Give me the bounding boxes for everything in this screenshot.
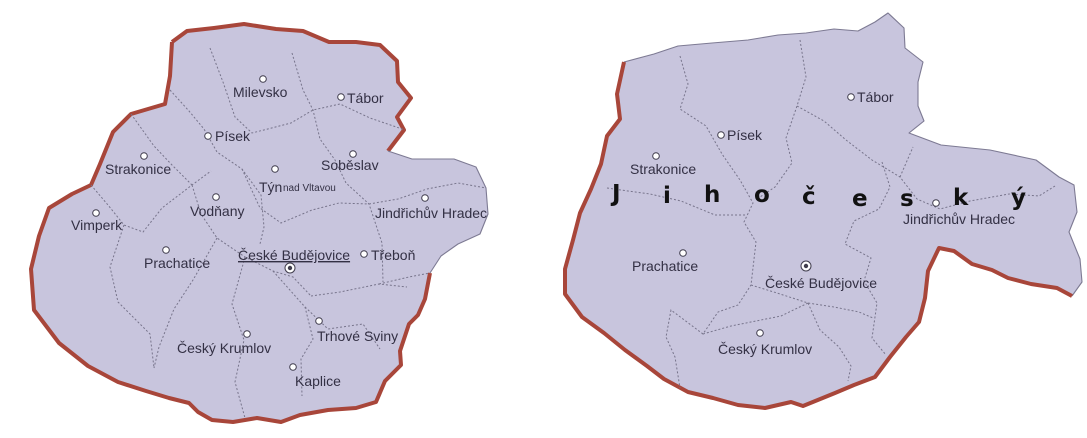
label-tyn-suffix: nad Vltavou [283,183,336,194]
label-tabor-right: Tábor [857,89,894,105]
label-tyn: Týn [259,179,282,195]
region-letter-j: J [610,181,621,207]
label-vimperk: Vimperk [71,217,123,233]
label-prachatice-left: Prachatice [144,255,210,271]
region-letter-y-acute: ý [1011,185,1026,211]
label-soveslav: Soběslav [321,157,379,173]
label-cesky-krumlov-right: Český Krumlov [718,341,812,357]
label-kaplice: Kaplice [295,373,341,389]
region-letter-c-caron: č [802,184,816,210]
region-letter-i: i [663,183,671,209]
label-cesky-krumlov-left: Český Krumlov [177,340,271,356]
right-region-map: Tábor Písek Strakonice Jindřichův Hradec… [563,12,1083,410]
right-town-labels: Tábor Písek Strakonice Jindřichův Hradec… [630,89,1015,357]
label-trhove-sviny: Trhové Sviny [317,328,398,344]
label-milevsko: Milevsko [233,84,288,100]
left-district-boundaries [90,47,487,419]
right-region-light-edge [623,12,1083,297]
left-town-markers [92,75,429,371]
left-region-light-edge [387,150,489,274]
label-ceske-budejovice-left: České Budějovice [238,247,350,263]
right-region-name: J i h o č e s k ý [610,181,1026,212]
left-region-southwestern-border [29,41,432,424]
label-strakonice-right: Strakonice [630,161,696,177]
label-trebon: Třeboň [371,247,415,263]
label-vodnany: Vodňany [190,203,245,219]
label-jindrichuv-hradec-left: Jindřichův Hradec [375,205,487,221]
left-town-labels: Milevsko Tábor Písek Strakonice Soběslav… [71,84,487,389]
right-district-boundaries [606,39,1056,389]
right-town-markers [652,93,940,337]
label-tabor-left: Tábor [347,90,384,106]
label-pisek-left: Písek [215,128,251,144]
region-letter-s: s [900,186,914,212]
label-prachatice-right: Prachatice [632,258,698,274]
region-letter-h: h [704,182,720,208]
label-ceske-budejovice-right: České Budějovice [765,275,877,291]
left-district-map: Milevsko Tábor Písek Strakonice Soběslav… [29,22,489,424]
region-letter-k: k [953,185,969,211]
right-region-shape [565,13,1082,408]
left-region-northern-border [170,22,413,153]
region-letter-o: o [754,182,770,208]
label-jindrichuv-hradec-right: Jindřichův Hradec [903,211,1015,227]
label-strakonice-left: Strakonice [105,161,171,177]
right-region-southern-border [563,61,1073,410]
left-region-shape [31,24,488,422]
label-pisek-right: Písek [727,127,763,143]
region-letter-e: e [852,186,868,212]
